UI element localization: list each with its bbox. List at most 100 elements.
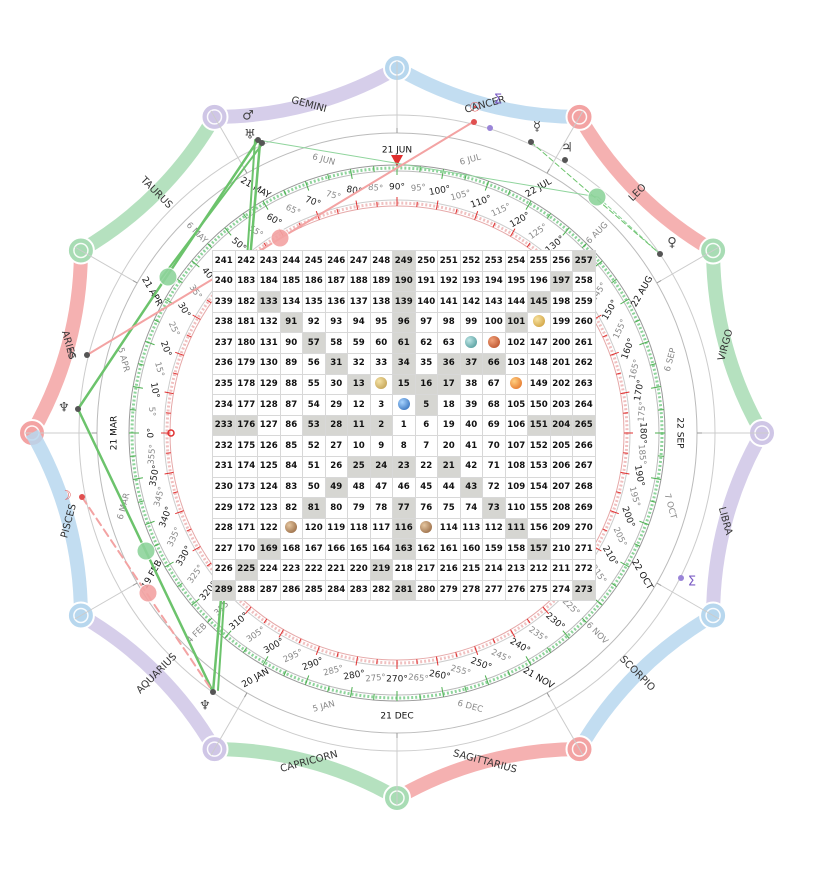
grid-cell: 15 — [392, 373, 416, 396]
outer-tick — [525, 656, 532, 666]
grid-cell: 253 — [482, 250, 506, 272]
grid-cell: 129 — [257, 373, 281, 396]
inner-tick — [355, 200, 359, 210]
grid-cell: 102 — [504, 332, 528, 354]
degree-label-minor: 85° — [368, 183, 384, 194]
degree-label-minor: 325° — [186, 563, 206, 586]
degree-label-minor: 75° — [325, 189, 342, 203]
grid-cell: 26 — [324, 455, 348, 478]
grid-cell: 185 — [279, 270, 303, 293]
sigma-icon-dot — [487, 125, 493, 131]
sign-band-leo — [573, 113, 717, 257]
grid-cell: 194 — [482, 270, 506, 293]
grid-cell: 241 — [212, 250, 236, 272]
degree-label: 60° — [264, 212, 283, 229]
grid-cell: 97 — [414, 311, 438, 334]
grid-cell: 70 — [482, 435, 506, 457]
inner-tick — [336, 652, 339, 658]
grid-cell: 183 — [234, 270, 258, 293]
grid-cell: 219 — [369, 558, 393, 581]
outer-tick — [620, 561, 630, 568]
grid-cell: 231 — [212, 455, 236, 478]
date-label: 21 NOV — [521, 666, 556, 692]
grid-cell: 80 — [324, 497, 348, 519]
grid-cell: 1 — [392, 414, 416, 437]
grid-cell: 27 — [324, 435, 348, 457]
degree-label: 190° — [632, 464, 646, 487]
grid-cell: 188 — [347, 270, 371, 293]
grid-cell: 105 — [504, 394, 528, 416]
grid-cell: 155 — [527, 497, 551, 519]
grid-cell: 56 — [302, 352, 326, 375]
degree-label: 280° — [343, 669, 366, 683]
date-label: 21 JUN — [382, 146, 412, 156]
grid-cell: 99 — [459, 311, 483, 334]
grid-cell: 143 — [482, 291, 506, 313]
grid-cell: 24 — [369, 455, 393, 478]
gold-planet-icon — [532, 315, 545, 328]
grid-cell: 175 — [234, 435, 258, 457]
outer-tick — [639, 340, 650, 346]
date-tick — [244, 168, 248, 174]
moon-icon-dot — [79, 494, 85, 500]
summer-solstice-marker — [391, 155, 403, 166]
grid-cell: 120 — [302, 517, 326, 540]
grid-cell: 239 — [212, 291, 236, 313]
outer-tick — [191, 598, 200, 606]
grid-cell: 259 — [572, 291, 596, 313]
grid-cell: 193 — [459, 270, 483, 293]
inner-tick — [278, 629, 284, 638]
grid-cell: 31 — [324, 352, 348, 375]
inner-tick — [455, 208, 458, 214]
grid-cell: 125 — [257, 455, 281, 478]
grid-cell: 5 — [414, 394, 438, 416]
teal-planet-icon — [465, 335, 478, 348]
outer-tick — [304, 675, 310, 686]
grid-cell: 23 — [392, 455, 416, 478]
date-tick — [244, 692, 248, 698]
date-label-minor: 6 JUL — [459, 152, 483, 167]
grid-cell: 212 — [527, 558, 551, 581]
outer-tick — [207, 617, 213, 623]
grid-cell: 44 — [437, 476, 461, 499]
degree-label-minor: 275° — [365, 673, 386, 685]
grid-cell: 74 — [459, 497, 483, 519]
grid-cell: 255 — [527, 250, 551, 272]
outer-tick — [419, 693, 421, 701]
grid-cell: 176 — [234, 414, 258, 437]
venus-icon-dot — [657, 251, 663, 257]
uranus-icon-dot — [259, 140, 265, 146]
grid-cell: 269 — [572, 497, 596, 519]
grid-cell: 39 — [459, 394, 483, 416]
grid-cell: 106 — [504, 414, 528, 437]
orange-planet-icon — [510, 377, 523, 390]
grid-cell: 156 — [527, 517, 551, 540]
inner-tick — [175, 510, 184, 515]
grid-cell: 145 — [527, 291, 551, 313]
grid-cell: 160 — [459, 538, 483, 560]
outer-tick — [138, 500, 145, 503]
outer-tick — [546, 647, 552, 653]
date-tick — [656, 582, 662, 586]
grid-cell: 249 — [392, 250, 416, 272]
grid-cell: 73 — [482, 497, 506, 519]
grid-cell: 258 — [572, 270, 596, 293]
grid-cell: 192 — [437, 270, 461, 293]
grid-cell: 144 — [504, 291, 528, 313]
grid-cell: 275 — [527, 579, 551, 602]
degree-label: 330° — [175, 544, 195, 568]
grid-cell: 217 — [414, 558, 438, 581]
outer-tick — [581, 243, 587, 249]
degree-label: 310° — [228, 611, 251, 633]
degree-label: 100° — [428, 184, 451, 198]
grid-cell: 88 — [279, 373, 303, 396]
grid-cell: 243 — [257, 250, 281, 272]
sign-divider — [210, 692, 248, 756]
aspect-node — [158, 267, 178, 287]
grid-cell: 6 — [414, 414, 438, 437]
grid-cell: 85 — [279, 435, 303, 457]
grid-cell: 53 — [302, 414, 326, 437]
inner-tick — [186, 334, 192, 338]
